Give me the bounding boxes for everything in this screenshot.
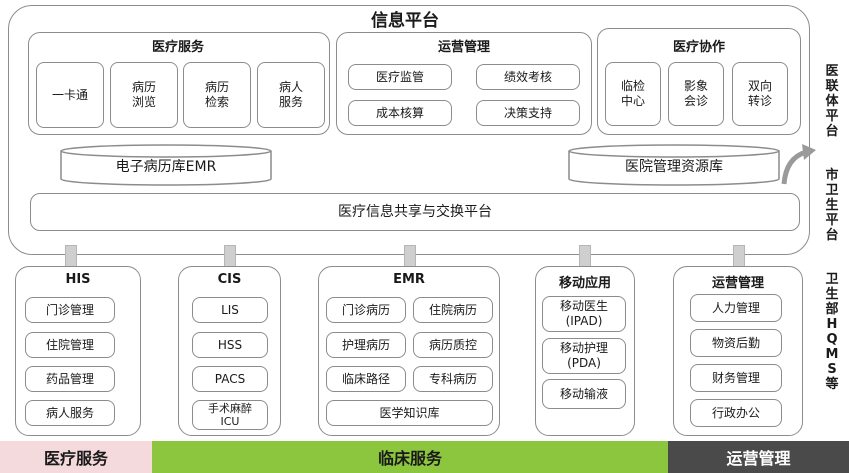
info-platform-title: 信息平台 — [371, 11, 439, 31]
emr-database-label: 电子病历库EMR — [115, 159, 217, 175]
ops-item: 行政办公 — [690, 399, 782, 427]
patient-service-box: 病人 服务 — [257, 62, 325, 128]
referral-box: 双向 转诊 — [732, 62, 788, 126]
record-search-box: 病历 检索 — [183, 62, 251, 128]
connector-mobile — [579, 245, 591, 267]
medical-service-title: 医疗服务 — [151, 40, 204, 55]
ops-title: 运营管理 — [711, 276, 764, 291]
cis-item: 手术麻醉 ICU — [192, 400, 268, 430]
label-medical-alliance: 医 联 体 平 台 — [825, 64, 839, 139]
emr-item: 护理病历 — [326, 332, 406, 358]
medical-knowledge-box: 医学知识库 — [326, 400, 493, 426]
cis-item: LIS — [192, 297, 268, 323]
external-link-arrow-icon — [781, 144, 816, 185]
emr-item: 门诊病历 — [326, 297, 406, 323]
his-title: HIS — [65, 272, 91, 287]
connector-his — [65, 245, 77, 267]
resource-database-label: 医院管理资源库 — [625, 159, 723, 175]
connector-cis — [224, 245, 236, 267]
cis-item: PACS — [192, 366, 268, 392]
mobile-title: 移动应用 — [558, 276, 611, 291]
mobile-item: 移动护理 (PDA) — [542, 338, 626, 374]
connector-emr — [404, 245, 416, 267]
connector-ops — [733, 245, 745, 267]
ops-item: 物资后勤 — [690, 329, 782, 357]
emr-database-cylinder — [60, 144, 272, 186]
cost-accounting-box: 成本核算 — [348, 100, 452, 126]
emr-title: EMR — [393, 272, 425, 287]
image-consult-box: 影象 会诊 — [668, 62, 724, 126]
band-medical-service: 医疗服务 — [0, 441, 152, 473]
emr-item: 专科病历 — [413, 366, 493, 392]
his-item: 门诊管理 — [25, 297, 115, 323]
one-card-box: 一卡通 — [36, 62, 104, 128]
collaboration-title: 医疗协作 — [672, 40, 725, 55]
cis-item: HSS — [192, 332, 268, 358]
label-ministry-hqms: 卫 生 部 H Q M S 等 — [825, 272, 839, 392]
band-operation-management: 运营管理 — [668, 441, 849, 473]
emr-item: 病历质控 — [413, 332, 493, 358]
exchange-platform-bar: 医疗信息共享与交换平台 — [30, 193, 800, 231]
ops-item: 财务管理 — [690, 364, 782, 392]
lab-center-box: 临检 中心 — [605, 62, 661, 126]
label-city-health-platform: 市 卫 生 平 台 — [825, 168, 839, 243]
performance-box: 绩效考核 — [476, 64, 580, 90]
record-browse-box: 病历 浏览 — [110, 62, 178, 128]
mobile-item: 移动医生 (IPAD) — [542, 296, 626, 332]
emr-item: 住院病历 — [413, 297, 493, 323]
ops-item: 人力管理 — [690, 294, 782, 322]
mobile-item: 移动输液 — [542, 379, 626, 409]
his-item: 药品管理 — [25, 366, 115, 392]
band-clinical-service: 临床服务 — [152, 441, 668, 473]
his-item: 住院管理 — [25, 332, 115, 358]
resource-database-cylinder — [568, 144, 780, 186]
emr-item: 临床路径 — [326, 366, 406, 392]
medical-supervision-box: 医疗监管 — [348, 64, 452, 90]
his-item: 病人服务 — [25, 400, 115, 426]
decision-support-box: 决策支持 — [476, 100, 580, 126]
operation-title: 运营管理 — [437, 40, 490, 55]
cis-title: CIS — [217, 272, 242, 287]
